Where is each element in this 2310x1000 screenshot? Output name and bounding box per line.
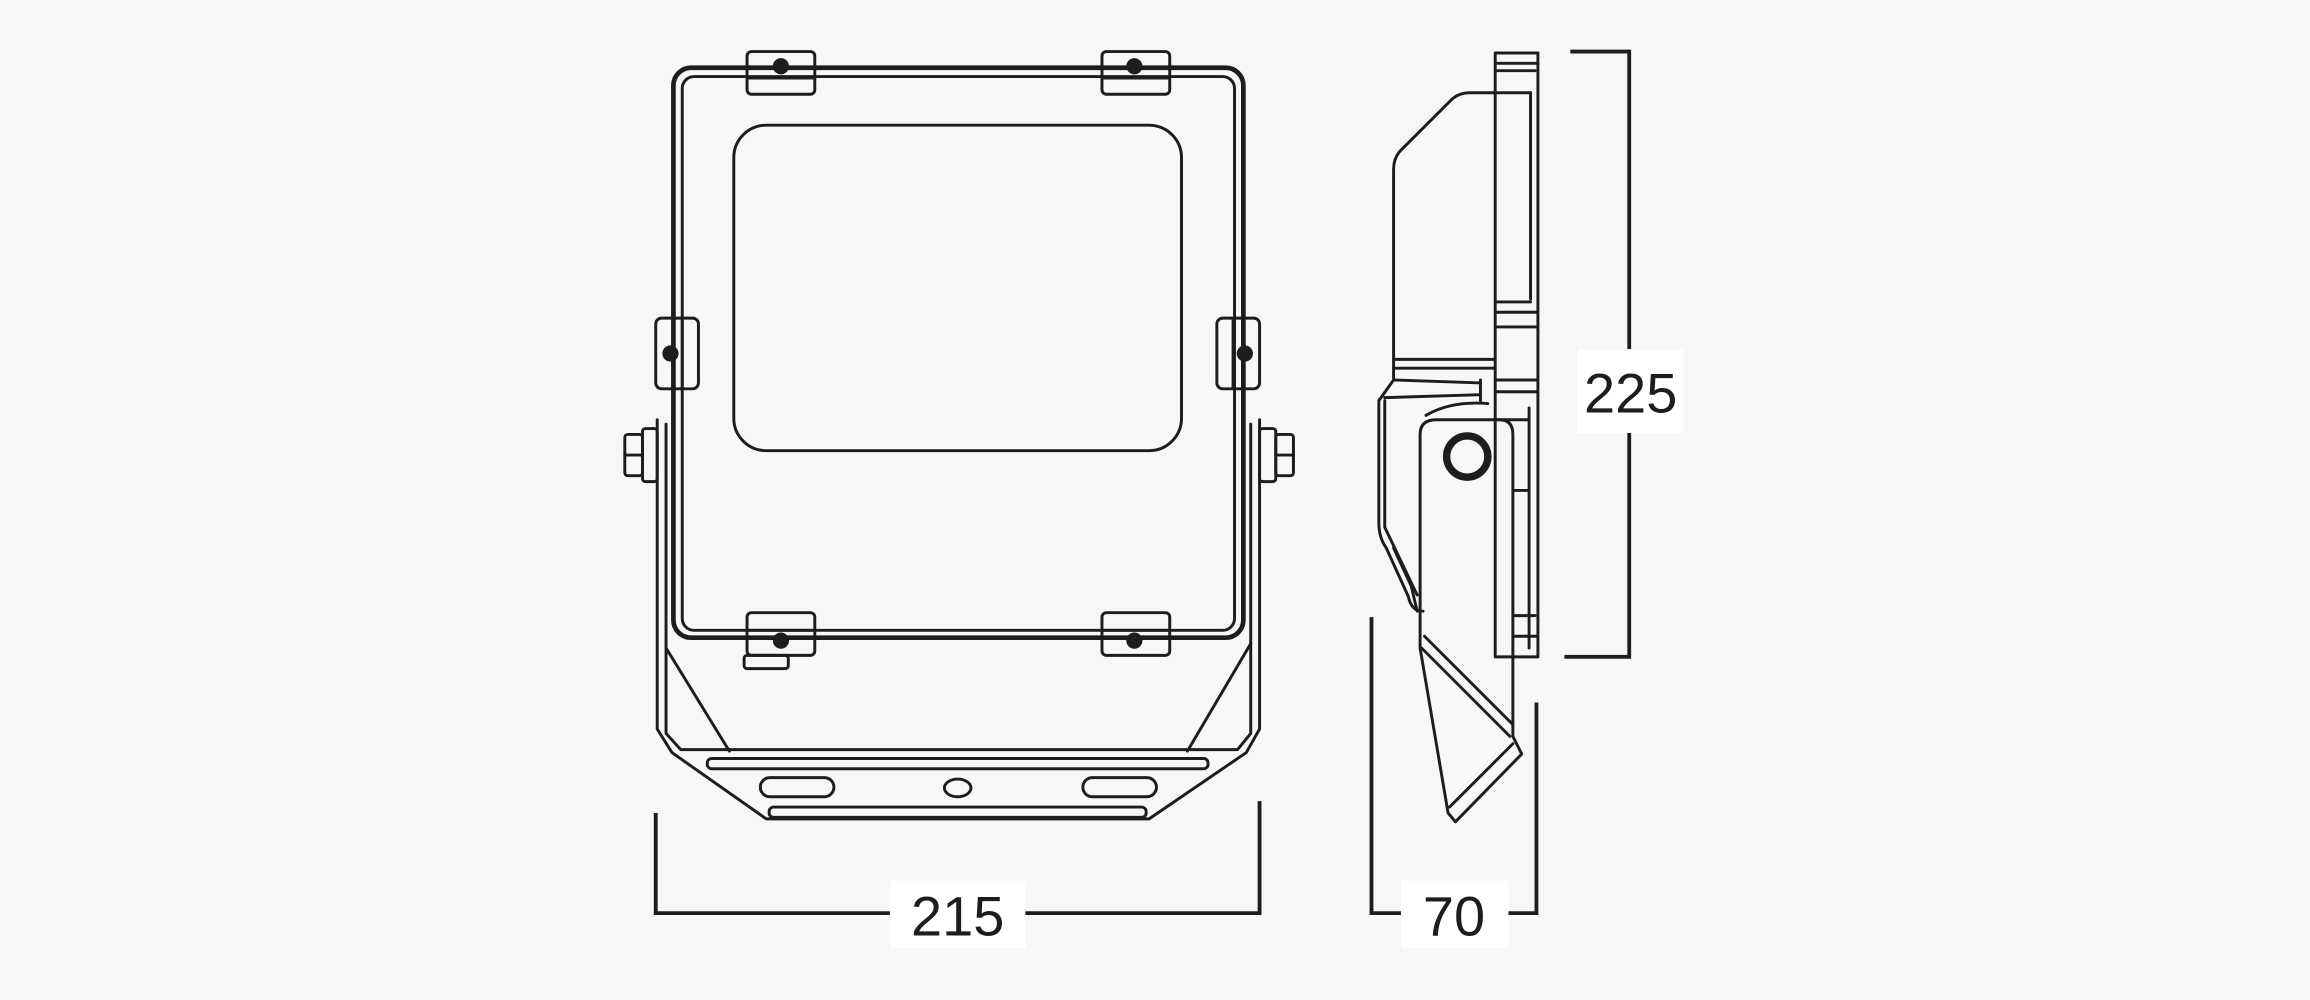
mounting-bracket (623, 418, 1295, 821)
led-window (732, 123, 1183, 453)
front-view (623, 50, 1295, 821)
dimension-height: 225 (1564, 49, 1684, 659)
side-view (1377, 51, 1540, 824)
bottom-mount-tabs (742, 611, 1172, 671)
depth-label: 70 (1423, 885, 1485, 948)
pivot-bolt (1442, 432, 1492, 481)
top-mount-tabs (745, 50, 1172, 96)
side-mount-tabs (654, 316, 1262, 391)
height-label: 225 (1584, 362, 1677, 425)
dimension-width: 215 (653, 801, 1262, 949)
dimension-depth: 70 (1369, 617, 1539, 949)
width-label: 215 (911, 885, 1004, 948)
